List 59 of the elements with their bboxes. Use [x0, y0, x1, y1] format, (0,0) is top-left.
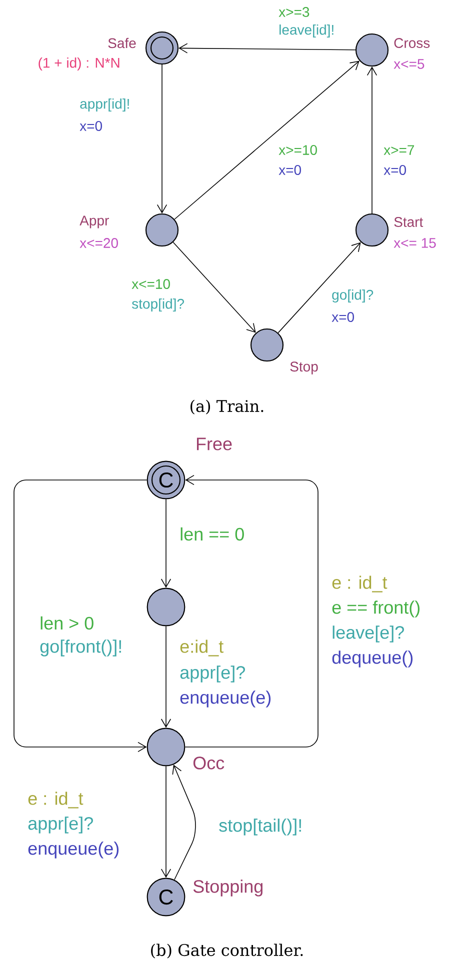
- transition-arrow: [366, 66, 378, 214]
- annotation-text: enqueue(e): [28, 842, 119, 858]
- transition-arrow: [178, 43, 356, 54]
- annotation-text: stop[tail()]!: [219, 818, 301, 836]
- figure-caption: (b) Gate controller.: [151, 944, 303, 958]
- transition-arrow: [160, 626, 172, 728]
- transition-arrow: [174, 60, 360, 220]
- annotation-text: e:id_t: [180, 640, 224, 656]
- annotation-text: x>=3: [278, 7, 310, 17]
- figure-caption: (a) Train.: [190, 400, 264, 414]
- annotation-text: x>=10: [278, 145, 317, 155]
- location-name: Cross: [394, 38, 430, 48]
- annotation-text: appr[id]!: [80, 98, 129, 112]
- transition-arrow: [172, 242, 256, 333]
- annotation-text: appr[e]?: [180, 666, 245, 682]
- initial-location-circle: [145, 31, 179, 65]
- annotation-text: x=0: [332, 312, 354, 322]
- transition-arrow: [160, 766, 172, 878]
- location-name: Safe: [108, 38, 136, 48]
- annotation-text: go[id]?: [332, 289, 374, 303]
- location-name: Appr: [80, 216, 109, 228]
- location-circle: [146, 728, 186, 766]
- location-name: Occ: [193, 756, 224, 770]
- location-circle: [145, 213, 179, 247]
- location-name: Stop: [290, 362, 318, 374]
- annotation-text: e : id_t: [332, 576, 388, 592]
- annotation-text: x=0: [80, 121, 102, 131]
- annotation-text: x<=10: [132, 279, 170, 289]
- location-name: Stopping: [193, 880, 262, 896]
- transition-arrow: [156, 64, 168, 214]
- annotation-text: e == front(): [332, 600, 420, 618]
- invariant-label: x<=20: [80, 238, 118, 248]
- annotation-text: enqueue(e): [180, 690, 271, 708]
- annotation-text: go[front()]!: [40, 640, 121, 656]
- location-circle: [250, 328, 284, 362]
- transition-arrow: [160, 498, 172, 588]
- annotation-text: e : id_t: [28, 792, 84, 808]
- annotation-text: appr[e]?: [28, 816, 93, 834]
- invariant-label: x<= 15: [394, 238, 436, 248]
- location-name: Start: [394, 217, 424, 227]
- annotation-text: leave[e]?: [332, 626, 404, 642]
- location-circle: [146, 588, 186, 626]
- annotation-text: leave[id]!: [280, 24, 334, 38]
- transition-arrow: [184, 474, 318, 748]
- annotation-text: dequeue(): [332, 650, 413, 668]
- annotation-text: stop[id]?: [132, 298, 184, 312]
- transition-arrow: [172, 764, 196, 880]
- transition-arrow: [14, 480, 148, 752]
- location-circle: [355, 213, 389, 247]
- location-circle: [355, 33, 389, 67]
- annotation-text: x=0: [278, 165, 302, 175]
- annotation-text: x>=7: [384, 145, 414, 155]
- location-name: Free: [196, 438, 232, 450]
- invariant-label: x<=5: [394, 59, 424, 69]
- annotation-text: x=0: [384, 165, 406, 175]
- annotation-text: len == 0: [180, 527, 244, 541]
- rate-label: (1 + id) : N*N: [38, 57, 120, 71]
- annotation-text: len > 0: [40, 616, 94, 630]
- transition-arrow: [278, 242, 361, 334]
